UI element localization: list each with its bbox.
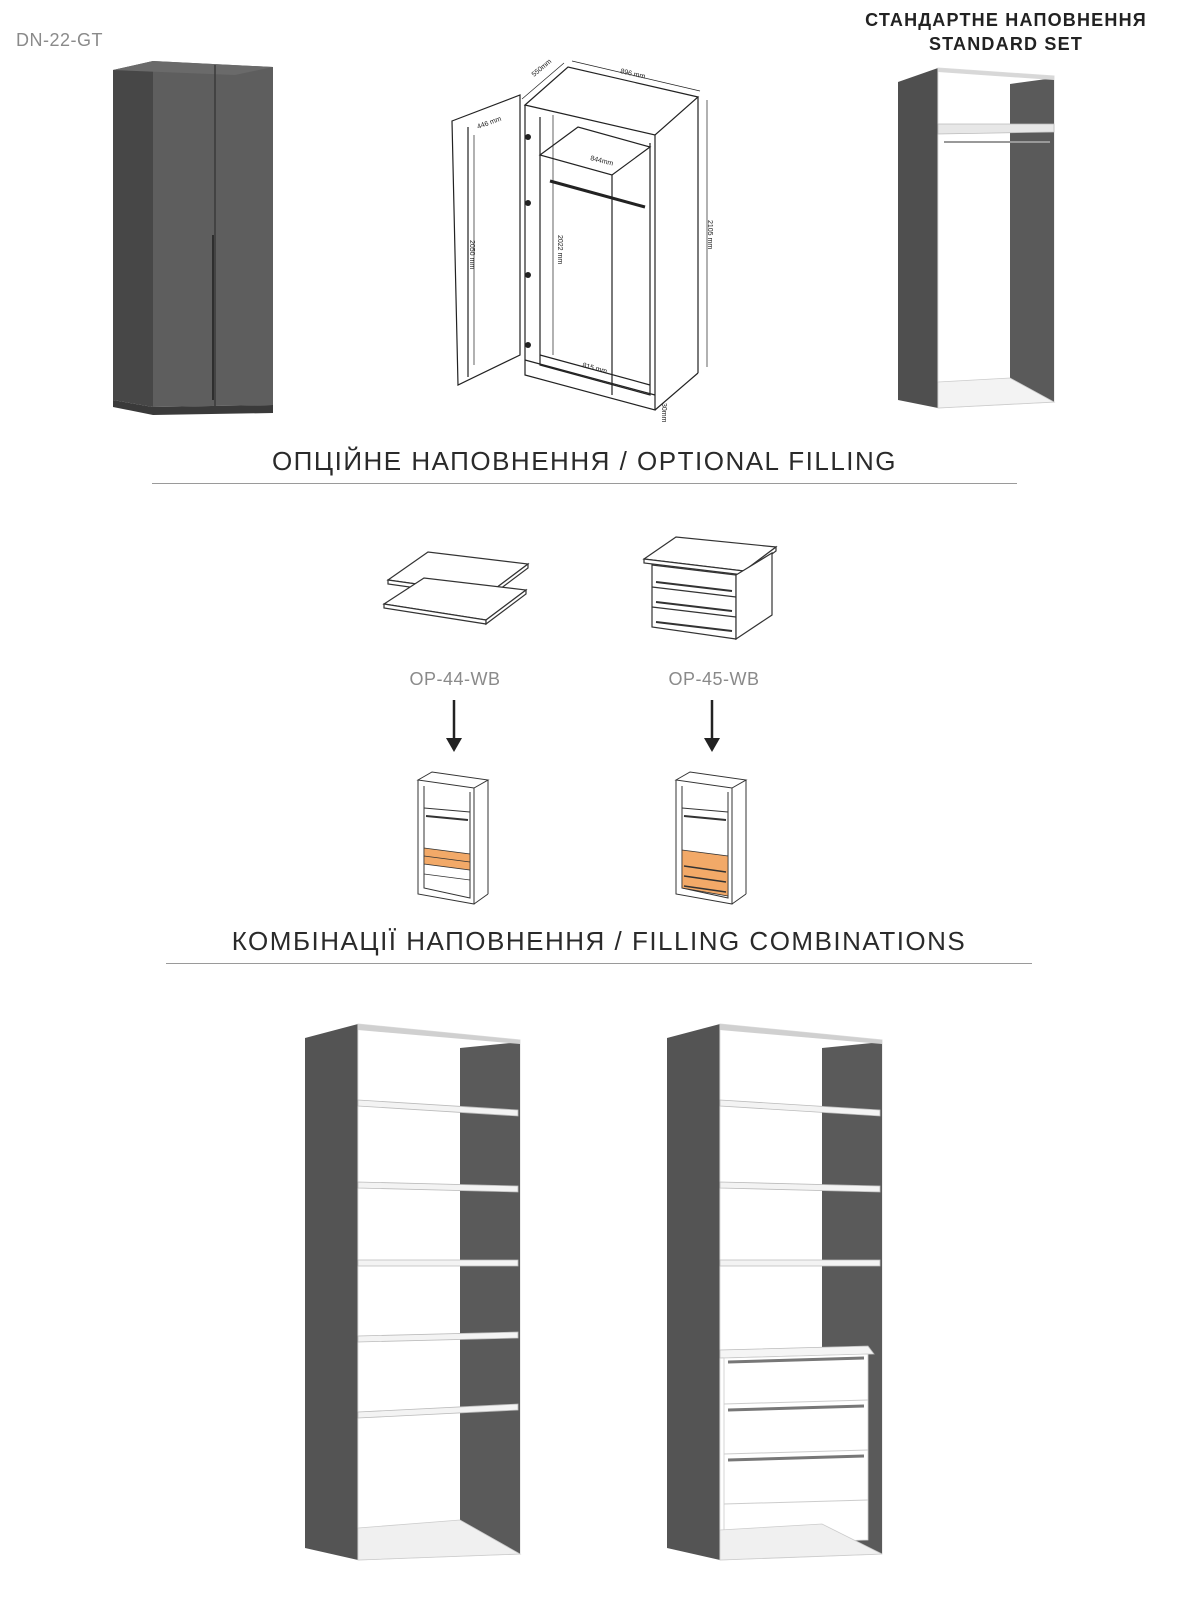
optional-filling-divider [152,483,1017,484]
dim-inner-height: 2022 mm [556,235,563,264]
dim-door-height: 2050 mm [468,240,475,269]
dim-width: 896 mm [620,68,646,81]
filling-combinations-divider [166,963,1032,964]
arrow-down-icon [704,700,720,752]
combination-drawers-image [667,1023,883,1561]
dim-total-height: 2105 mm [706,220,713,249]
op-45-wb-code: OP-45-WB [668,669,760,689]
preview-with-drawers [674,771,748,905]
dim-inner-width: 844mm [590,155,615,167]
preview-with-shelves [416,771,490,905]
closed-wardrobe-image [113,61,273,415]
standard-set-image [898,67,1056,409]
dimension-drawing: 550mm 896 mm 446 mm 844mm 2050 mm 2022 m… [451,58,713,423]
dim-plinth: 30mm [660,403,667,423]
standard-title-ua: СТАНДАРТНЕ НАПОВНЕННЯ [865,10,1147,30]
standard-set-title: СТАНДАРТНЕ НАПОВНЕННЯ STANDARD SET [836,8,1176,56]
model-code: DN-22-GT [16,30,104,50]
op-45-wb-image [642,536,778,641]
optional-filling-title: ОПЦІЙНЕ НАПОВНЕННЯ / OPTIONAL FILLING [271,446,898,476]
op-44-wb-code: OP-44-WB [409,669,501,689]
op-44-wb-image [382,551,530,626]
arrow-down-icon [446,700,462,752]
combination-shelves-image [305,1023,522,1561]
standard-title-en: STANDARD SET [928,34,1084,54]
dim-base-width: 815 mm [581,362,607,375]
filling-combinations-title: КОМБІНАЦІЇ НАПОВНЕННЯ / FILLING COMBINAT… [231,926,967,956]
